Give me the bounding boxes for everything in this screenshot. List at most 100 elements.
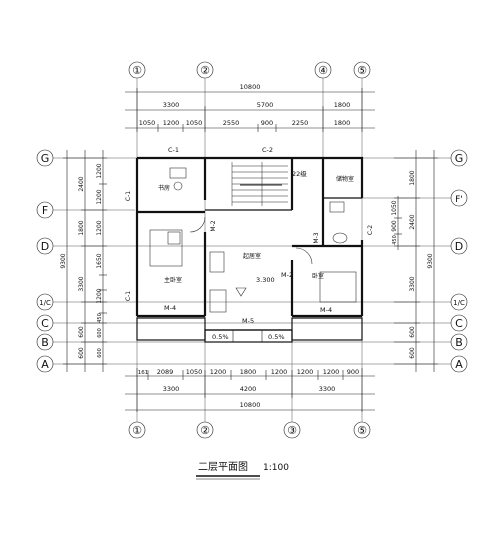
dim-right-total: 9300	[427, 253, 434, 268]
component-tags: C-1 C-2 C-1 C-1 C-2 M-2 M-2 M-3 M-4 M-4 …	[125, 146, 374, 341]
axis-bottom-3: ③	[287, 424, 297, 437]
title-scale: 1:100	[263, 463, 289, 473]
dim-left-r3-6: 600	[97, 328, 103, 338]
arrow-icon	[235, 287, 247, 297]
axis-left-d: D	[41, 240, 49, 253]
dim-left-r2-1: 1800	[78, 220, 85, 235]
axis-left-f: F	[42, 204, 48, 217]
dims-bottom: 161 2089 1050 1200 1800 1200 1200 1200 9…	[125, 368, 375, 412]
room-master-bedroom: 主卧室	[164, 276, 182, 284]
dim-bottom-r1-0: 161	[138, 370, 149, 376]
dim-top-total: 10800	[240, 83, 261, 91]
axis-left-b: B	[41, 336, 49, 349]
desk-icon	[169, 167, 187, 179]
dim-right-r2-1: 2400	[409, 214, 416, 229]
dim-right-r3-0: 1050	[391, 200, 398, 215]
door-swing-icon	[295, 247, 313, 265]
dim-bottom-r1-2: 1050	[186, 368, 203, 376]
dim-right-r2-2: 3300	[409, 276, 416, 291]
axis-right-g: G	[455, 152, 464, 165]
bed-icon-2	[319, 271, 357, 303]
dim-left-r3-3: 1650	[96, 253, 103, 268]
dim-left-r2-0: 2400	[78, 176, 85, 191]
axis-right-b: B	[455, 336, 463, 349]
tag-slope-right: 0.5%	[268, 333, 285, 341]
dims-top: 10800 3300 5700 1800 1050 1200 1050 2550…	[125, 83, 375, 132]
dim-bottom-r1-7: 1200	[323, 368, 340, 376]
dim-left-r3-1: 1200	[96, 189, 103, 204]
axis-top-2: ②	[200, 64, 210, 77]
axis-top-5: ⑤	[357, 64, 367, 77]
chair-icon	[173, 181, 183, 191]
axis-top-1: ①	[132, 64, 142, 77]
dim-top-r2-1: 5700	[257, 101, 274, 109]
axis-left-c: C	[41, 317, 49, 330]
axis-left-1c: 1/C	[39, 299, 51, 307]
dims-left: 9300 2400 1800 3300 600 600 1200 1200 12…	[60, 150, 107, 372]
bed-icon	[149, 229, 183, 267]
tag-c1-left-upper: C-1	[125, 191, 132, 201]
tag-m4-right: M-4	[320, 306, 332, 314]
dim-bottom-r1-6: 1200	[297, 368, 314, 376]
walls	[135, 156, 364, 343]
tag-m5: M-5	[242, 317, 254, 325]
axis-bubbles-bottom: ① ② ③ ⑤	[128, 421, 371, 439]
axis-top-4: ④	[318, 64, 328, 77]
tag-c1-top: C-1	[168, 146, 179, 154]
room-labels: 书房 主卧室 起居室 卧室 储物室	[158, 175, 354, 284]
axis-bottom-2: ②	[200, 424, 210, 437]
dim-top-r3-1: 1200	[163, 119, 180, 127]
axis-right-d: D	[455, 240, 463, 253]
dim-top-r3-2: 1050	[186, 119, 203, 127]
axis-right-f: F'	[455, 195, 463, 205]
dim-bottom-r1-1: 2089	[157, 368, 174, 376]
dim-left-r3-4: 1200	[96, 288, 103, 303]
toilet-icon	[332, 232, 348, 244]
room-living: 起居室	[243, 252, 261, 260]
dim-left-r3-0: 1200	[96, 163, 103, 178]
tag-c1-left-lower: C-1	[125, 291, 132, 301]
dim-left-r3-7: 600	[97, 348, 103, 358]
door-swing-icon-2	[189, 216, 206, 233]
dim-top-r3-3: 2550	[223, 119, 240, 127]
room-bedroom: 卧室	[312, 272, 324, 280]
tag-slope-left: 0.5%	[212, 333, 229, 341]
axis-left-a: A	[41, 358, 49, 371]
sofa-icon	[209, 289, 227, 313]
title-text: 二层平面图	[198, 461, 248, 473]
dim-top-r2-0: 3300	[163, 101, 180, 109]
drawing-title: 二层平面图 1:100	[196, 461, 289, 480]
axis-left-g: G	[41, 152, 50, 165]
dim-top-r3-5: 2250	[292, 119, 309, 127]
dim-right-r3-1: 900	[391, 220, 398, 232]
furniture	[149, 167, 357, 313]
axis-bubbles-top: ① ② ④ ⑤	[128, 61, 371, 79]
room-study: 书房	[158, 184, 170, 192]
dim-top-r2-2: 1800	[334, 101, 351, 109]
washbasin-icon	[329, 201, 345, 213]
dim-right-r2-3: 600	[409, 326, 416, 338]
dim-right-r2-0: 1800	[409, 170, 416, 185]
dim-bottom-r2-1: 4200	[240, 385, 257, 393]
dim-right-r2-4: 600	[409, 347, 416, 359]
dim-bottom-r1-4: 1800	[240, 368, 257, 376]
axis-bottom-5: ⑤	[357, 424, 367, 437]
tag-c2-right: C-2	[367, 225, 374, 235]
dim-left-r2-4: 600	[78, 347, 85, 359]
dim-left-r2-2: 3300	[78, 276, 85, 291]
dim-left-total: 9300	[60, 253, 67, 268]
tag-stair: 22级	[292, 169, 307, 178]
tag-m3: M-3	[313, 232, 320, 243]
tag-c2-top: C-2	[262, 146, 273, 154]
armchair-icon	[209, 251, 225, 273]
axis-bubbles-left: G F D 1/C C B A	[36, 149, 54, 373]
axis-bubbles-right: G F' D 1/C C B A	[450, 149, 468, 373]
dim-bottom-r2-0: 3300	[163, 385, 180, 393]
dim-top-r3-4: 900	[261, 119, 273, 127]
pillow-icon	[167, 231, 181, 245]
dim-bottom-r1-8: 900	[347, 368, 359, 376]
dim-left-r2-3: 600	[78, 326, 85, 338]
dim-bottom-total: 10800	[240, 401, 261, 409]
dim-top-r3-6: 1800	[334, 119, 351, 127]
